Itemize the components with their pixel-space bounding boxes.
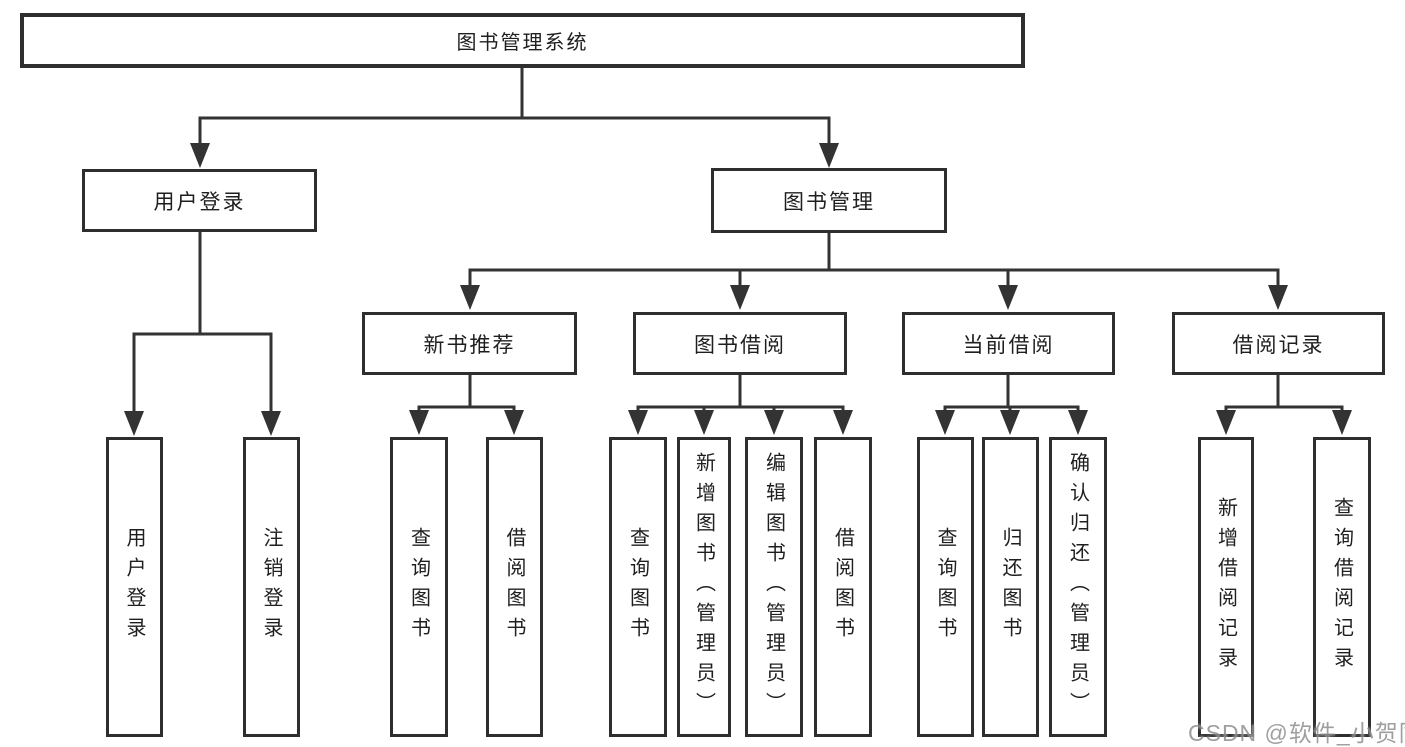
node-label: 用户登录 [153,190,246,214]
leaf-add-borrow-record: 新增借阅记录 [1198,437,1254,737]
arrowhead [730,285,750,310]
arrowhead [1332,410,1352,435]
leaf-query-books-recommend: 查询图书 [390,437,448,737]
node-user-login: 用户登录 [82,169,317,232]
leaf-logout: 注销登录 [243,437,300,737]
node-label: 图书管理系统 [456,32,589,54]
arrowheads [124,143,1352,436]
node-label: 归还图书 [999,527,1021,647]
arrowhead [694,410,714,435]
leaf-return-books: 归还图书 [982,437,1039,737]
leaf-query-books-borrowing: 查询图书 [609,437,667,737]
node-root-library-system: 图书管理系统 [20,13,1025,68]
leaf-borrow-books-recommend: 借阅图书 [486,437,543,737]
node-label: 查询图书 [934,527,956,647]
arrowhead [819,143,839,168]
node-label: 图书管理 [783,190,875,214]
node-current-borrowing: 当前借阅 [902,312,1115,375]
node-borrowing-records: 借阅记录 [1172,312,1385,375]
node-label: 编辑图书（管理员） [762,452,785,722]
node-label: 图书借阅 [694,333,786,357]
csdn-watermark: CSDN @软件_小贺同学 [1188,720,1405,746]
node-label: 借阅记录 [1232,333,1325,357]
arrowhead [998,285,1018,310]
leaf-query-borrow-record: 查询借阅记录 [1313,437,1371,737]
node-label: 用户登录 [123,527,145,647]
leaf-user-login: 用户登录 [106,437,163,737]
arrowhead [1216,410,1236,435]
arrowhead [935,410,955,435]
arrowhead [124,411,144,436]
arrowhead [1000,410,1020,435]
node-new-book-recommend: 新书推荐 [362,312,577,375]
leaf-borrow-books: 借阅图书 [814,437,872,737]
leaf-edit-books-admin: 编辑图书（管理员） [745,437,803,737]
node-label: 新书推荐 [423,333,516,357]
arrowhead [1068,410,1088,435]
node-label: 当前借阅 [962,333,1055,357]
node-book-borrowing: 图书借阅 [633,312,847,375]
node-label: 借阅图书 [831,527,854,647]
node-label: 查询图书 [626,527,649,647]
arrowhead [504,410,524,435]
node-label: 新增图书（管理员） [692,452,715,722]
arrowhead [833,410,853,435]
arrowhead [190,143,210,168]
arrowhead [261,411,281,436]
node-label: 借阅图书 [503,527,525,647]
node-label: 查询图书 [407,527,430,647]
node-label: 注销登录 [260,527,282,647]
leaf-confirm-return-admin: 确认归还（管理员） [1049,437,1107,737]
arrowhead [409,410,429,435]
leaf-add-books-admin: 新增图书（管理员） [677,437,731,737]
arrowhead [1268,285,1288,310]
node-label: 查询借阅记录 [1330,497,1353,677]
arrowhead [628,410,648,435]
node-book-management: 图书管理 [711,168,947,233]
leaf-query-books-current: 查询图书 [917,437,974,737]
arrowhead [460,285,480,310]
node-label: 确认归还（管理员） [1066,452,1089,722]
arrowhead [764,410,784,435]
node-label: 新增借阅记录 [1214,497,1237,677]
